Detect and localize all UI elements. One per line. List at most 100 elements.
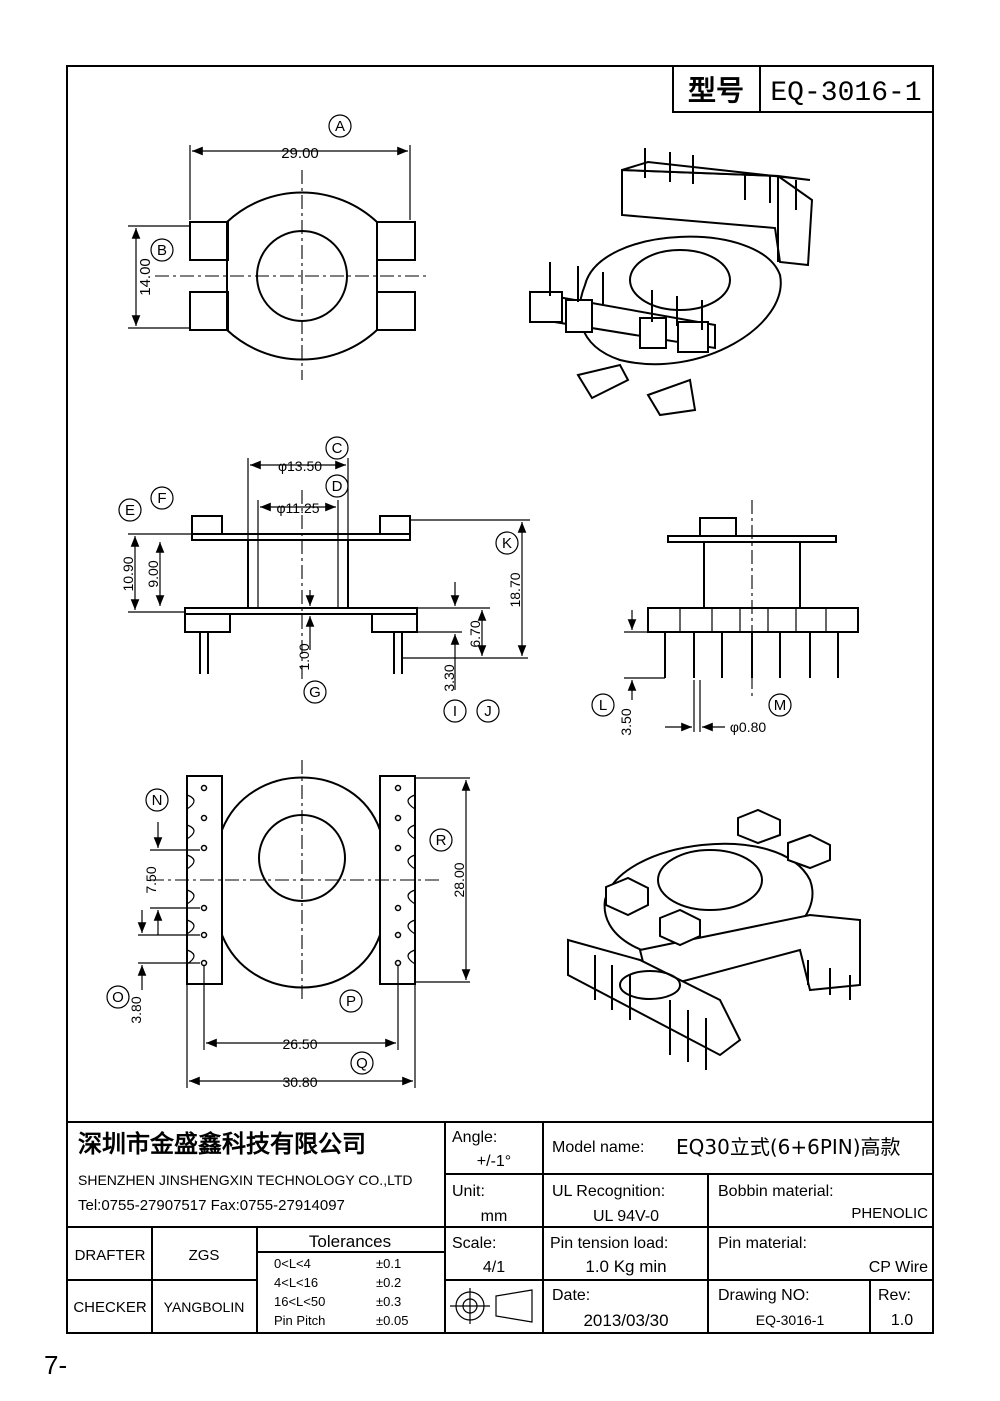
scale-value: 4/1 [483, 1259, 505, 1276]
model-number: EQ-3016-1 [770, 78, 921, 109]
date-label: Date: [552, 1287, 590, 1304]
callouts: A B C D E F G I J K L M N O P Q R [106, 114, 792, 1075]
callout-f: F [150, 486, 174, 510]
svg-text:Q: Q [356, 1055, 368, 1072]
iso-view-bottom [567, 808, 861, 1070]
tolerance-value: ±0.2 [376, 1275, 401, 1290]
callout-p: P [339, 989, 363, 1013]
bobbin-label: Bobbin material: [718, 1183, 834, 1200]
dim-i: 3.30 [441, 664, 457, 691]
scale-label: Scale: [452, 1235, 496, 1252]
dim-k: 18.70 [507, 572, 523, 607]
angle-value: +/-1° [477, 1153, 511, 1170]
drawing-no-value: EQ-3016-1 [756, 1312, 825, 1328]
page-number: 7- [44, 1350, 68, 1380]
ul-value: UL 94V-0 [593, 1208, 659, 1225]
company-contact: Tel:0755-27907517 Fax:0755-27914097 [78, 1197, 345, 1214]
svg-text:I: I [453, 703, 457, 720]
callout-a: A [328, 114, 352, 138]
tolerance-range: Pin Pitch [274, 1313, 325, 1328]
svg-text:G: G [309, 684, 321, 701]
tolerance-value: ±0.3 [376, 1294, 401, 1309]
callout-g: G [303, 680, 327, 704]
ul-label: UL Recognition: [552, 1183, 665, 1200]
dim-f: 9.00 [145, 560, 161, 587]
tolerance-rows: 0<L<4 ±0.1 4<L<16 ±0.2 16<L<50 ±0.3 Pin … [274, 1256, 408, 1328]
callout-m: M [768, 693, 792, 717]
callout-o: O [106, 985, 130, 1009]
drawing-no-label: Drawing NO: [718, 1287, 810, 1304]
pin-material-value: CP Wire [869, 1259, 928, 1276]
side-view: 3.50 φ0.80 [618, 500, 859, 736]
unit-value: mm [481, 1208, 508, 1225]
callout-k: K [495, 531, 519, 555]
model-box: 型号 EQ-3016-1 [672, 65, 934, 113]
svg-text:J: J [484, 703, 492, 720]
pin-tension-value: 1.0 Kg min [585, 1257, 666, 1276]
drafter-label: DRAFTER [75, 1247, 146, 1264]
tolerance-range: 0<L<4 [274, 1256, 311, 1271]
dim-n: 7.50 [143, 866, 159, 893]
unit-label: Unit: [452, 1183, 485, 1200]
svg-text:A: A [335, 118, 345, 135]
model-label: 型号 [688, 74, 744, 107]
callout-d: D [325, 474, 349, 498]
title-block: 深圳市金盛鑫科技有限公司 SHENZHEN JINSHENGXIN TECHNO… [67, 1121, 933, 1333]
drafter-value: ZGS [189, 1247, 220, 1264]
svg-text:D: D [332, 478, 343, 495]
date-value: 2013/03/30 [583, 1311, 668, 1330]
dim-r: 28.00 [451, 862, 467, 897]
svg-text:K: K [502, 535, 512, 552]
svg-text:P: P [346, 993, 356, 1010]
dim-p: 26.50 [282, 1036, 317, 1052]
dim-a: 29.00 [281, 145, 319, 162]
callout-n: N [145, 788, 169, 812]
dim-d: φ11.25 [276, 500, 319, 516]
svg-text:L: L [599, 697, 607, 714]
svg-text:C: C [332, 440, 343, 457]
callout-i: I [443, 699, 467, 723]
svg-text:O: O [112, 989, 124, 1006]
model-name-value: EQ30立式(6+6PIN)高款 [676, 1135, 901, 1159]
dim-j: 6.70 [467, 620, 483, 647]
front-view: φ13.50 φ11.25 10.90 9.00 1.00 3.30 6.70 … [120, 458, 530, 692]
dim-e: 10.90 [120, 556, 136, 591]
tolerance-range: 16<L<50 [274, 1294, 325, 1309]
dim-g: 1.00 [296, 643, 312, 670]
company-name-cn: 深圳市金盛鑫科技有限公司 [78, 1130, 366, 1158]
pin-tension-label: Pin tension load: [550, 1235, 668, 1252]
dim-m: φ0.80 [730, 719, 767, 735]
callout-e: E [118, 498, 142, 522]
drawing-frame [66, 65, 934, 1334]
tolerance-value: ±0.05 [376, 1313, 408, 1328]
rev-label: Rev: [878, 1287, 911, 1304]
bottom-view: 7.50 3.80 28.00 26.50 30.80 [128, 760, 471, 1090]
callout-c: C [325, 436, 349, 460]
angle-label: Angle: [452, 1129, 497, 1146]
projection-symbol [450, 1288, 533, 1324]
top-view: 29.00 14.00 [128, 145, 430, 380]
svg-text:M: M [774, 697, 787, 714]
rev-value: 1.0 [891, 1312, 913, 1329]
dim-o: 3.80 [128, 996, 144, 1023]
tolerance-value: ±0.1 [376, 1256, 401, 1271]
dim-l: 3.50 [618, 708, 634, 735]
tolerance-range: 4<L<16 [274, 1275, 318, 1290]
iso-view-top [529, 148, 814, 417]
checker-label: CHECKER [73, 1299, 147, 1316]
checker-value: YANGBOLIN [164, 1299, 245, 1315]
pin-material-label: Pin material: [718, 1235, 807, 1252]
svg-text:E: E [125, 502, 135, 519]
callout-b: B [150, 238, 174, 262]
svg-text:B: B [157, 242, 167, 259]
svg-text:N: N [152, 792, 163, 809]
callout-r: R [429, 828, 453, 852]
svg-text:F: F [157, 490, 166, 507]
callout-q: Q [350, 1051, 374, 1075]
model-name-label: Model name: [552, 1139, 645, 1156]
company-name-en: SHENZHEN JINSHENGXIN TECHNOLOGY CO.,LTD [78, 1172, 413, 1188]
callout-j: J [476, 699, 500, 723]
tolerances-label: Tolerances [309, 1232, 391, 1251]
dim-b: 14.00 [137, 258, 154, 296]
